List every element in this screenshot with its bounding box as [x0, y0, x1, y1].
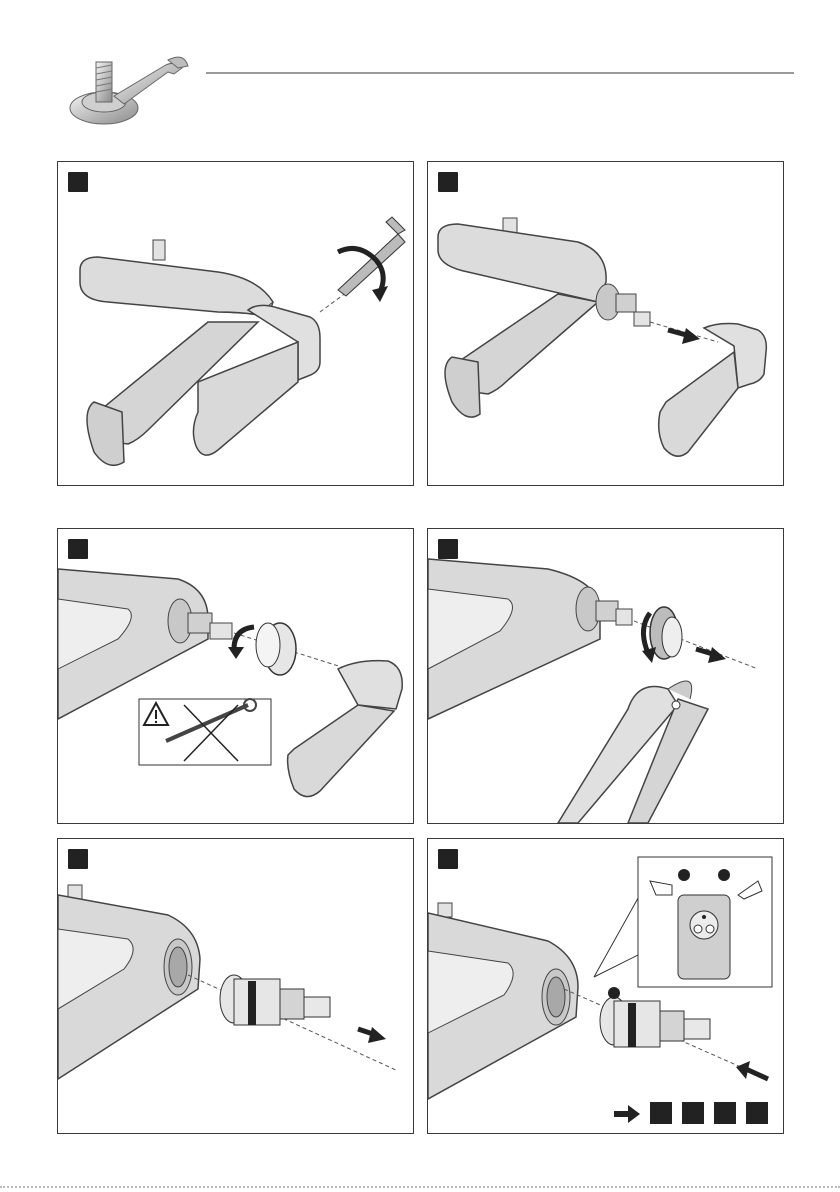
- next-step-box-3: [714, 1102, 736, 1124]
- remove-cartridge-icon: [58, 839, 413, 1133]
- step-panel-6: [427, 838, 784, 1134]
- step-panel-4: [427, 528, 784, 824]
- pliers-unscrew-ring-icon: [428, 529, 783, 823]
- next-arrow-icon: [612, 1102, 642, 1126]
- unscrew-cap-icon: [58, 529, 413, 823]
- wrench-and-nut-icon: [64, 38, 194, 138]
- remove-lever-icon: [428, 162, 783, 485]
- step-panel-3: [57, 528, 414, 824]
- insert-cartridge-icon: [428, 839, 783, 1133]
- next-step-box-4: [746, 1102, 768, 1124]
- step-panel-1: [57, 161, 414, 486]
- step-panel-2: [427, 161, 784, 486]
- next-step-box-1: [650, 1102, 672, 1124]
- step-panel-5: [57, 838, 414, 1134]
- page-bottom-border: [0, 1186, 840, 1190]
- cartridge-orientation-detail-icon: [638, 857, 772, 987]
- header-rule: [206, 72, 794, 74]
- hex-key-unscrew-icon: [58, 162, 413, 485]
- next-steps-row: [612, 1102, 782, 1126]
- next-step-box-2: [682, 1102, 704, 1124]
